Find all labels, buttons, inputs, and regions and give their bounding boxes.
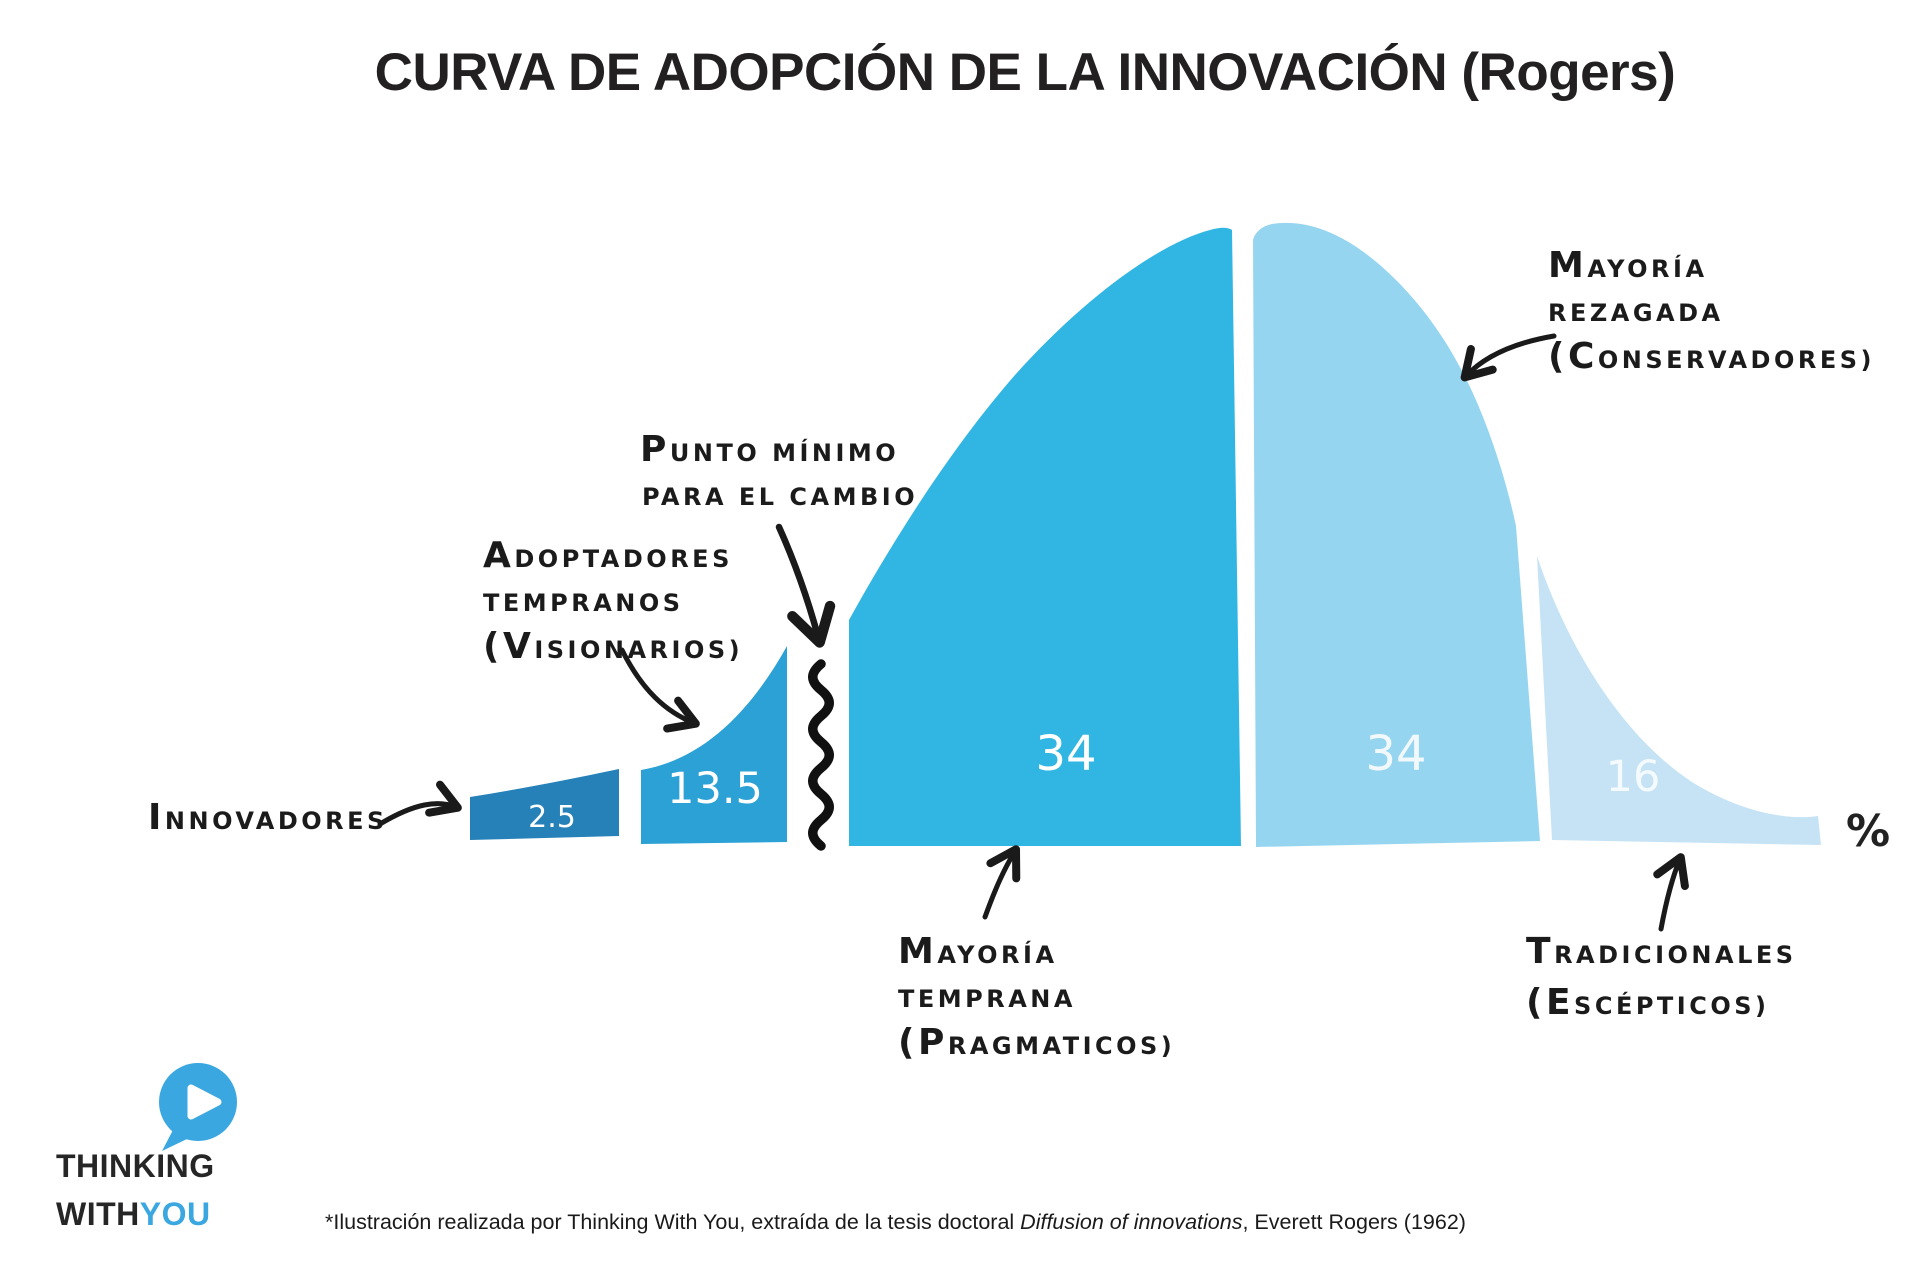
segment-tradicionales: [1537, 556, 1821, 845]
segment-value-mayoria-temprana: 34: [1035, 726, 1096, 782]
segment-value-innovadores: 2.5: [528, 800, 576, 835]
label-adoptadores-tempranos: ADOPTADORES TEMPRANOS (VISIONARIOS): [483, 535, 744, 667]
segment-innovadores: [470, 769, 619, 840]
logo-line1: THINKING: [56, 1148, 215, 1184]
arrow-tradicionales: [1653, 853, 1689, 932]
segment-value-adoptadores: 13.5: [667, 764, 763, 814]
segment-value-mayoria-rezagada: 34: [1365, 726, 1426, 782]
tipping-point-squiggle: [808, 659, 834, 851]
label-tradicionales: TRADICIONALES (ESCÉPTICOS): [1526, 931, 1797, 1023]
thinking-with-you-wordmark: THINKING WITHYOU: [56, 1142, 215, 1238]
axis-unit-label: %: [1846, 806, 1890, 857]
page-title: CURVA DE ADOPCIÓN DE LA INNOVACIÓN (Roge…: [374, 43, 1676, 102]
label-mayoria-temprana: MAYORÍA TEMPRANA (PRAGMATICOS): [898, 931, 1176, 1063]
arrow-punto-minimo: [775, 523, 836, 648]
segment-value-tradicionales: 16: [1606, 752, 1661, 802]
arrow-adoptadores: [619, 647, 700, 733]
label-mayoria-rezagada: MAYORÍA REZAGADA (CONSERVADORES): [1548, 245, 1875, 377]
segment-mayoria-rezagada: [1253, 222, 1540, 847]
arrow-mayoria-temprana: [982, 845, 1021, 920]
segment-adoptadores-tempranos: [641, 646, 787, 844]
arrow-mayoria-rezagada: [1460, 333, 1557, 382]
play-icon: [187, 1084, 222, 1120]
label-innovadores: INNOVADORES: [148, 797, 388, 838]
attribution-text: *Ilustración realizada por Thinking With…: [325, 1210, 1466, 1234]
segment-mayoria-temprana: [849, 227, 1241, 846]
logo-line2: WITHYOU: [56, 1196, 211, 1232]
label-punto-minimo: PUNTO MÍNIMO PARA EL CAMBIO: [640, 429, 919, 511]
arrow-innovadores: [377, 780, 462, 827]
thinking-with-you-logo-icon: [159, 1063, 237, 1151]
